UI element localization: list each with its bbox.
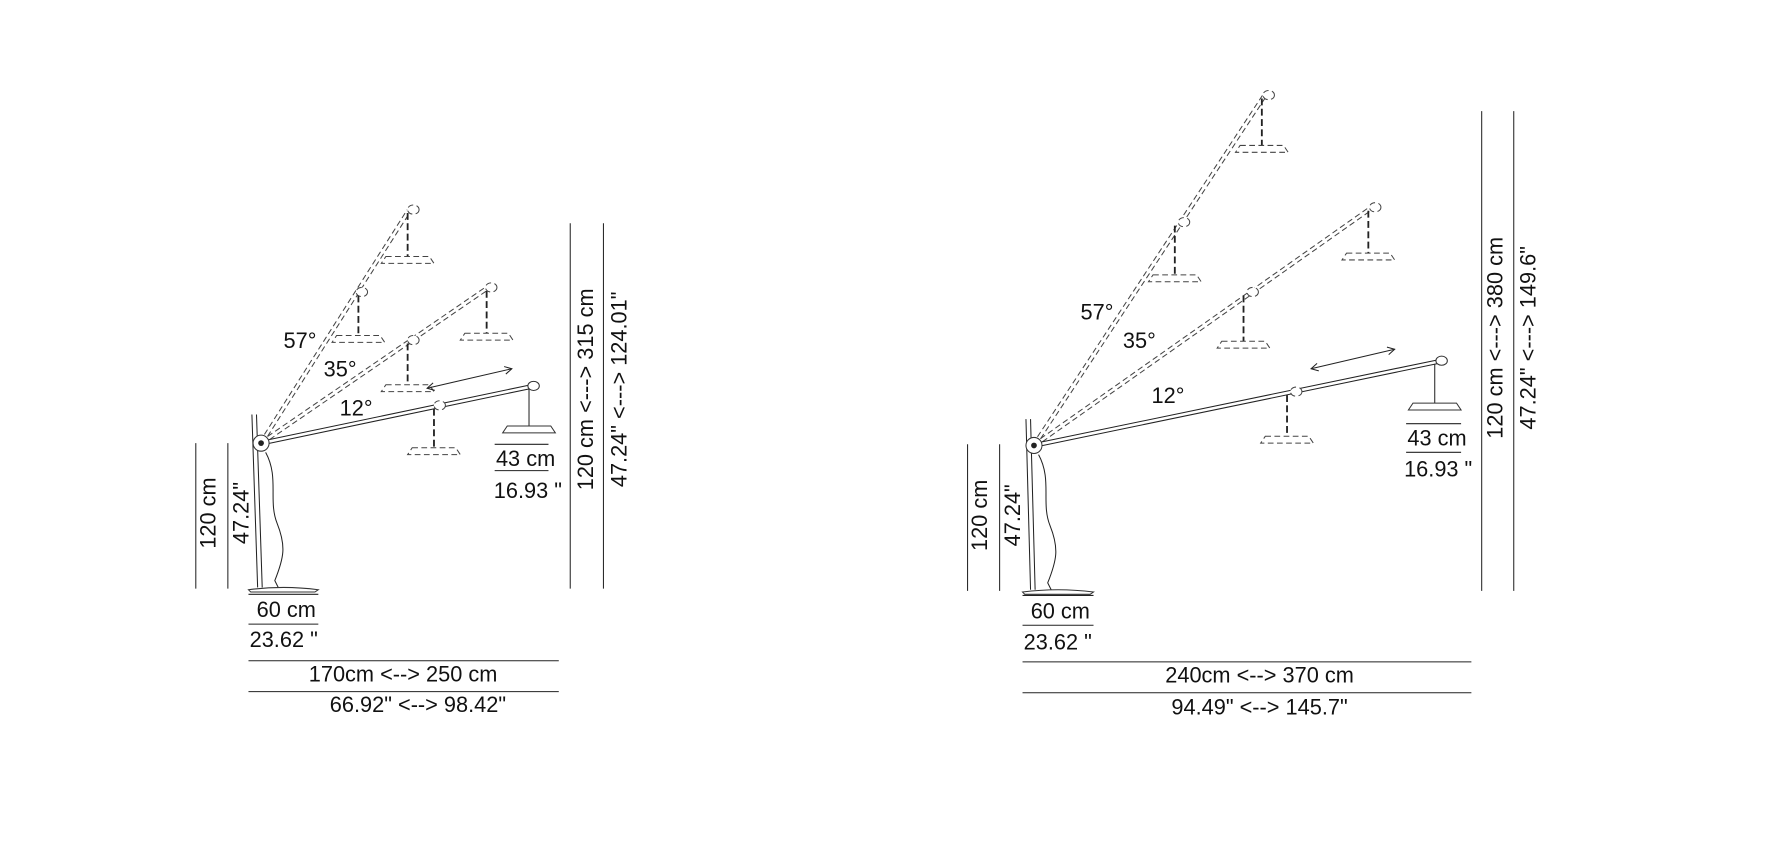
lamp-shade — [1147, 274, 1203, 283]
max-height-in: 47.24" <---> 124.01" — [606, 292, 631, 488]
lamp-head — [1435, 355, 1448, 366]
lamp-arm — [261, 388, 530, 446]
lamp-head — [484, 282, 498, 293]
lamp-shade — [1407, 402, 1463, 411]
arrowhead-icon — [1386, 346, 1396, 355]
pivot-joint-center — [1031, 442, 1037, 449]
lamp-arm — [1035, 96, 1267, 447]
lamp-arm — [259, 286, 486, 443]
base-width-in: 23.62 " — [1024, 629, 1092, 654]
shade-width-cm: 43 cm — [1407, 425, 1466, 450]
lamp-shade — [459, 332, 514, 341]
extension-arrow — [1310, 348, 1395, 370]
shade-width-in: 16.93 " — [494, 478, 562, 503]
shade-width-in: 16.93 " — [1404, 456, 1472, 481]
lamp-shade — [380, 256, 435, 264]
reach-in: 66.92" <--> 98.42" — [330, 692, 506, 717]
lamp-shade — [1341, 252, 1396, 261]
arrowhead-icon — [426, 382, 435, 391]
power-cable — [1038, 454, 1057, 593]
lamp-base — [1021, 589, 1095, 595]
lamp-base — [247, 586, 320, 593]
pivot-height-cm: 120 cm — [967, 480, 992, 551]
angle-label-12: 12° — [1152, 383, 1185, 408]
arrowhead-icon — [503, 366, 513, 375]
max-height-in: 47.24" <---> 149.6" — [1516, 246, 1541, 430]
lamp-arm — [1034, 363, 1438, 448]
angle-label-57: 57° — [1081, 299, 1114, 324]
base-width-cm: 60 cm — [257, 597, 316, 622]
lamp-head — [1177, 217, 1191, 228]
pivot-joint-center — [258, 440, 264, 447]
lamp-arm — [259, 209, 408, 443]
lamp-head — [433, 400, 446, 411]
lamp-shade — [406, 447, 462, 456]
lamp-arm — [1034, 209, 1372, 448]
lamp-head — [1262, 89, 1275, 101]
lamp-head — [1368, 202, 1382, 213]
lamp-arm — [262, 211, 411, 445]
angle-label-12: 12° — [340, 396, 373, 421]
lamp-head — [1246, 286, 1259, 298]
angle-label-35: 35° — [324, 357, 357, 382]
lamp-head — [407, 204, 420, 215]
lamp-drawing — [1021, 89, 1463, 595]
reach-cm: 170cm <--> 250 cm — [309, 661, 498, 686]
extension-arrow — [426, 368, 512, 389]
pivot-height-in: 47.24" — [1000, 484, 1025, 546]
lamp-shade — [1216, 340, 1271, 349]
lamp-shade — [380, 384, 435, 393]
base-width-in: 23.62 " — [250, 627, 318, 652]
base-width-cm: 60 cm — [1031, 598, 1090, 623]
lamp-shade — [501, 425, 557, 434]
angle-label-35: 35° — [1123, 328, 1156, 353]
lamp-shade — [331, 335, 386, 343]
lamp-arm — [1033, 359, 1437, 445]
lamp-head — [527, 380, 540, 392]
lamp-drawing — [247, 204, 557, 593]
lamp-head — [407, 335, 420, 346]
power-cable — [265, 452, 284, 590]
lamp-head — [1289, 386, 1303, 397]
lamp-arm — [1032, 94, 1264, 445]
max-height-cm: 120 cm <---> 380 cm — [1482, 237, 1507, 439]
shade-width-cm: 43 cm — [496, 446, 555, 471]
angle-label-57: 57° — [284, 328, 317, 353]
lamp-head — [355, 286, 369, 298]
lamp-figure-short: 57° 35° 12° 43 cm 16.93 " 120 cm <---> 3… — [195, 204, 631, 717]
lamp-shade — [1259, 435, 1315, 444]
lamp-arm — [260, 384, 529, 442]
pivot-height-cm: 120 cm — [195, 477, 220, 548]
reach-cm: 240cm <--> 370 cm — [1165, 662, 1354, 687]
pivot-height-in: 47.24" — [228, 482, 253, 544]
max-height-cm: 120 cm <---> 315 cm — [573, 288, 598, 490]
reach-in: 94.49" <--> 145.7" — [1171, 695, 1347, 720]
lamp-arm — [1032, 206, 1370, 445]
lamp-shade — [1234, 144, 1290, 153]
arrowhead-icon — [1310, 363, 1319, 372]
lamp-figure-long: 57° 35° 12° 43 cm 16.93 " 120 cm <---> 3… — [967, 89, 1541, 720]
